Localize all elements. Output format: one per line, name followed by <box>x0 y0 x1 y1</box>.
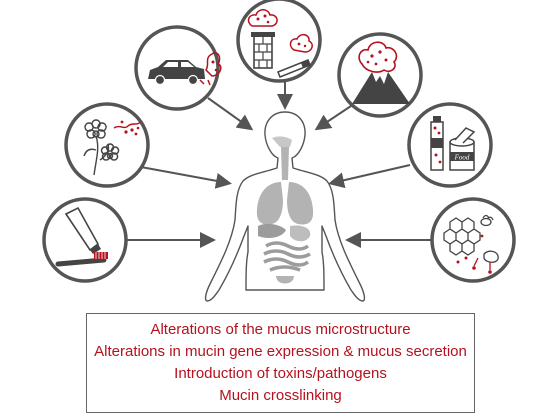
source-chimney-and-cigarette-smoke <box>236 0 322 83</box>
left-lung <box>256 182 283 225</box>
effect-mucus-microstructure: Alterations of the mucus microstructure <box>150 321 411 338</box>
source-volcanic-emissions <box>337 32 423 118</box>
arrow-flowers <box>129 164 232 189</box>
body-outline <box>204 111 366 302</box>
effect-mucin-crosslinking: Mucin crosslinking <box>219 387 342 404</box>
source-circle <box>236 0 322 83</box>
trachea <box>281 147 289 180</box>
source-food-and-drink-products: Food <box>407 102 493 188</box>
bottle-can-icon: Food <box>430 116 476 171</box>
source-circle <box>430 197 516 283</box>
human-body <box>204 111 366 302</box>
intestines <box>263 241 311 272</box>
effect-toxins-pathogens: Introduction of toxins/pathogens <box>174 365 387 382</box>
source-toothpaste <box>42 197 128 283</box>
bladder <box>276 276 294 284</box>
effects-box: Alterations of the mucus microstructure … <box>86 313 475 413</box>
source-pollen <box>64 102 150 188</box>
car-exhaust-icon <box>148 52 222 86</box>
can-label: Food <box>454 154 470 162</box>
liver <box>258 223 286 238</box>
toothpaste-icon <box>55 206 108 267</box>
nasal-cavity <box>272 136 292 147</box>
stomach <box>290 225 311 242</box>
right-lung <box>287 182 314 225</box>
chimney-cigarette-icon <box>247 9 313 78</box>
honeycomb-icon <box>443 214 499 274</box>
arrow-car <box>207 97 254 131</box>
flowers-pollen-icon <box>83 119 141 176</box>
source-honey-and-food-additives <box>430 197 516 283</box>
effect-mucin-gene-expression: Alterations in mucin gene expression & m… <box>94 343 467 360</box>
source-vehicle-exhaust <box>134 25 222 111</box>
arrow-bottles <box>328 164 411 189</box>
volcano-icon <box>352 41 410 104</box>
